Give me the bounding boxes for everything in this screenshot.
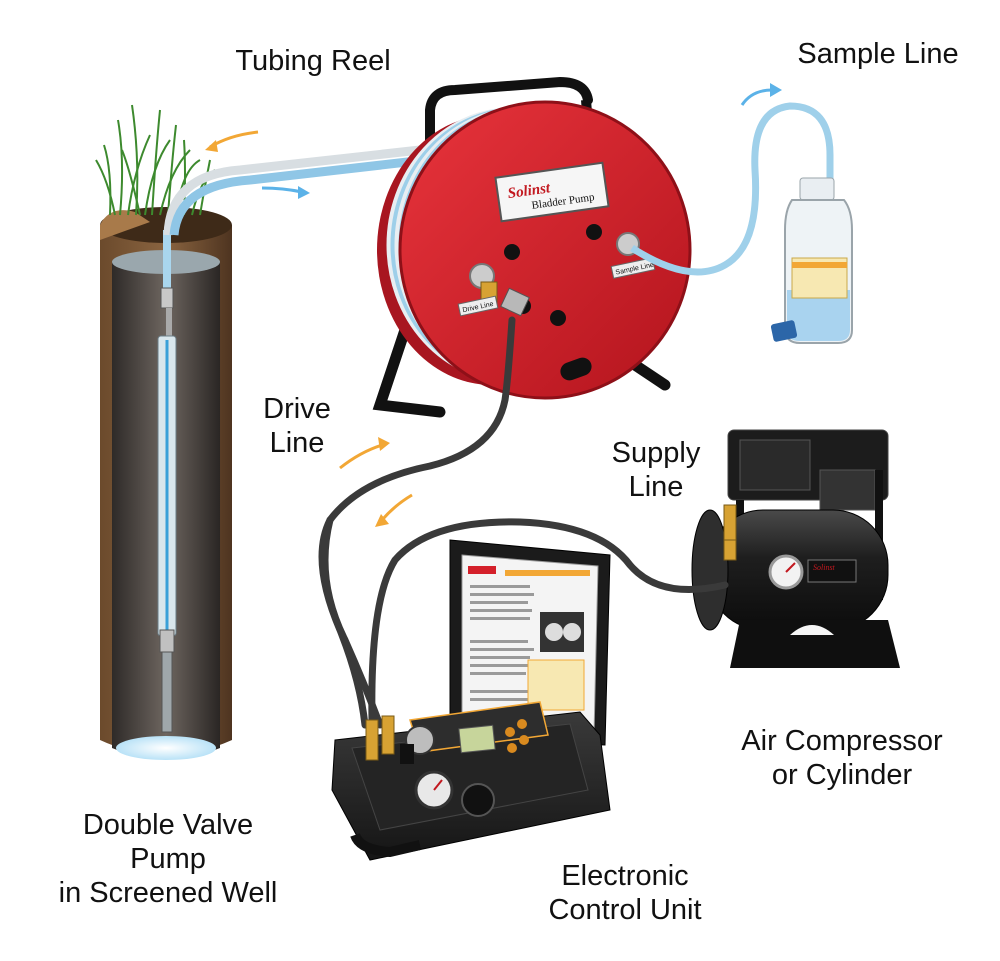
sample-bottle-icon	[770, 177, 853, 344]
label-sample-line: Sample Line	[797, 38, 958, 70]
label-supply-line-1: Supply	[612, 437, 701, 469]
reel-brand-text: Solinst	[507, 180, 552, 202]
drive-arrows	[339, 437, 413, 527]
pump-body	[157, 230, 177, 733]
label-tubing-reel: Tubing Reel	[235, 45, 390, 77]
air-compressor: Solinst	[691, 429, 900, 668]
sample-flow-arrow-icon	[740, 83, 782, 106]
control-unit	[331, 539, 611, 861]
fitting-tags: Drive Line Sample Line	[457, 257, 656, 317]
label-pump-1: Double Valve	[83, 809, 253, 841]
label-control-unit-1: Electronic	[561, 860, 688, 892]
well-tubing	[163, 145, 426, 236]
label-air-compressor-2: or Cylinder	[772, 759, 913, 791]
label-pump-2: Pump	[130, 843, 206, 875]
label-supply-line-2: Line	[629, 471, 684, 503]
compressor-brand-text: Solinst	[813, 563, 836, 572]
reel-brand-plate: Solinst Bladder Pump	[494, 161, 610, 223]
well-bottom-glow	[116, 736, 216, 760]
flow-arrow-icon	[205, 130, 310, 199]
label-drive-line-2: Line	[270, 427, 325, 459]
drive-hose-lower	[321, 516, 384, 729]
sample-tubing	[630, 102, 834, 276]
grass-icon	[95, 104, 216, 216]
tubing-reel	[372, 76, 692, 418]
label-control-unit-2: Control Unit	[548, 894, 701, 926]
label-pump-3: in Screened Well	[59, 877, 278, 909]
label-air-compressor-1: Air Compressor	[741, 725, 943, 757]
label-drive-line-1: Drive	[263, 393, 331, 425]
supply-hose	[368, 518, 729, 724]
